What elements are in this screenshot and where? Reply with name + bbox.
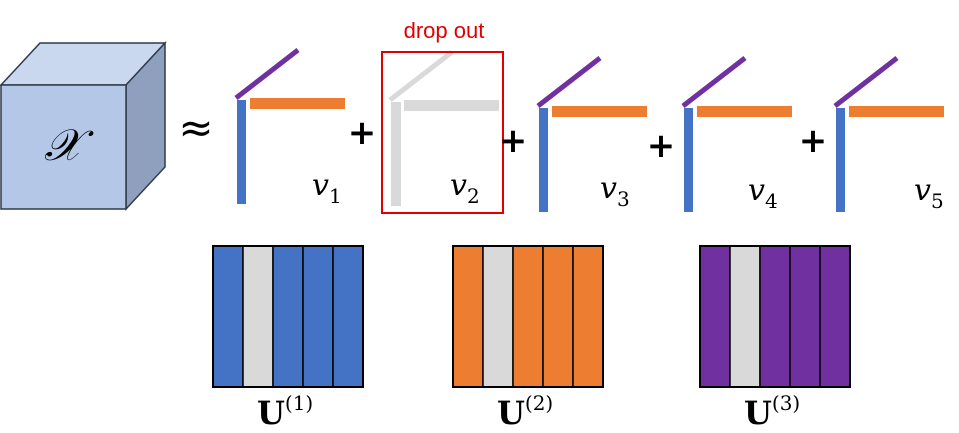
matrix-column [272,245,304,388]
rank-one-component: v3 [536,56,647,212]
weight-subscript: 5 [931,189,944,213]
matrix-superscript: (3) [772,391,800,415]
weight-subscript: 1 [329,184,342,208]
weight-label: v5 [914,173,944,213]
approx-sign: ≈ [178,103,213,152]
matrix-column [759,245,791,388]
matrix-column [302,245,334,388]
matrix-label: U(3) [744,391,800,432]
factor-matrices: U(1) U(2) U(3) [212,245,851,432]
weight-label: v3 [600,171,630,211]
weight-label: v4 [748,173,778,213]
matrix-column [789,245,821,388]
rank-one-component: v5 [833,56,944,213]
weight-subscript: 2 [467,184,480,208]
rank-one-component: v2 [388,50,499,208]
tensor-cube: 𝒳 [0,41,167,211]
mode2-vector [552,106,647,117]
rank-one-component: v4 [681,56,792,213]
matrix-column [332,245,364,388]
dropout-label: drop out [404,18,485,43]
mode1-vector [539,108,548,212]
matrix-column [699,245,731,388]
mode3-vector [388,50,454,102]
mode2-vector [849,106,944,117]
mode2-vector [250,98,345,109]
matrix-column [572,245,604,388]
matrix-column [482,245,514,388]
weight-label: v2 [450,168,480,208]
dropout-annotation: drop out [381,18,504,214]
matrix-label: U(2) [497,391,553,432]
matrix-superscript: (1) [285,391,313,415]
plus-sign: + [348,113,377,153]
mode1-vector [684,108,693,212]
rank-one-components: v1 v2 v3 v4 v5 [234,48,944,213]
factor-matrix: U(2) [452,245,604,432]
factor-matrix: U(3) [699,245,851,432]
matrix-border [699,245,851,388]
matrix-superscript: (2) [525,391,553,415]
mode1-vector [237,100,246,204]
factor-matrix: U(1) [212,245,364,432]
cube-front-face [0,84,127,210]
mode1-vector [391,102,401,206]
mode3-vector [833,56,899,108]
matrix-border [212,245,364,388]
mode2-vector [697,106,792,117]
matrix-column [212,245,244,388]
mode1-vector [836,108,845,212]
rank-one-component: v1 [234,48,345,208]
matrix-column [729,245,761,388]
matrix-column [512,245,544,388]
matrix-border [452,245,604,388]
mode3-vector [681,56,747,108]
dropout-box [381,51,504,214]
plus-sign: + [799,121,828,161]
matrix-column [542,245,574,388]
weight-subscript: 3 [617,187,630,211]
weight-subscript: 4 [765,189,778,213]
plus-sign: + [499,121,528,161]
matrix-label: U(1) [257,391,313,432]
mode3-vector [536,56,602,108]
weight-label: v1 [312,168,342,208]
plus-sign: + [647,126,676,166]
matrix-column [452,245,484,388]
matrix-column [242,245,274,388]
matrix-column [819,245,851,388]
mode3-vector [234,48,300,100]
mode2-vector [404,100,499,111]
